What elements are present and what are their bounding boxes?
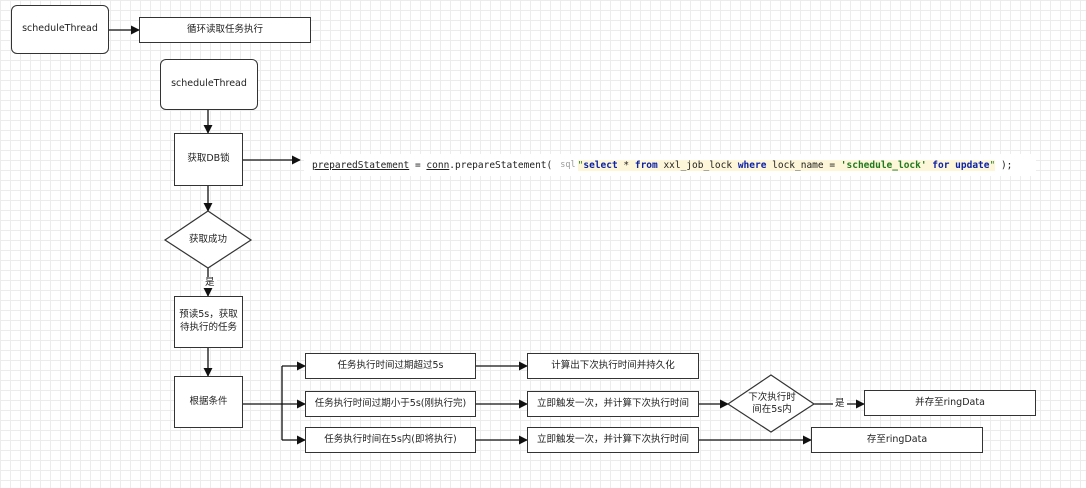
code-var-prepared: preparedStatement bbox=[312, 159, 410, 171]
code-kw-from: from bbox=[634, 159, 658, 171]
cond-within5-node: 任务执行时间在5s内(即将执行) bbox=[305, 427, 476, 453]
yes-label-decision-2: 是 bbox=[833, 398, 847, 410]
cond-expired-lt5-node: 任务执行时间过期小于5s(刚执行完) bbox=[305, 391, 476, 417]
loop-read-node: 循环读取任务执行 bbox=[139, 17, 311, 43]
code-open-quote: " bbox=[577, 159, 584, 171]
code-end: ); bbox=[995, 159, 1013, 171]
code-close-quote: " bbox=[989, 159, 996, 171]
code-kw-for: for update bbox=[926, 159, 990, 171]
code-var-conn: conn bbox=[426, 159, 450, 171]
trigger-calc-node-2: 立即触发一次，并计算下次执行时间 bbox=[527, 427, 699, 453]
code-call: .prepareStatement( bbox=[449, 159, 553, 171]
cond-expired-node: 任务执行时间过期超过5s bbox=[305, 353, 476, 379]
save-ring-data-node-2: 存至ringData bbox=[811, 427, 983, 453]
decision-acquired-shape bbox=[163, 210, 253, 269]
schedule-thread-top-node: scheduleThread bbox=[11, 5, 109, 54]
decision-next-within-shape bbox=[726, 374, 816, 433]
calc-next-persist-node: 计算出下次执行时间并持久化 bbox=[527, 353, 699, 379]
code-sql-block: "select * from xxl_job_lock where lock_n… bbox=[577, 159, 996, 171]
acquired-success-text: 获取成功 bbox=[188, 233, 227, 245]
code-lang-tag: sql bbox=[560, 160, 576, 170]
code-star: * bbox=[617, 159, 635, 171]
sql-code-snippet: preparedStatement = conn.prepareStatemen… bbox=[304, 154, 1036, 176]
code-kw-where: where bbox=[737, 159, 767, 171]
next-within5-text: 下次执行时间在5s内 bbox=[748, 391, 796, 415]
yes-label-decision-1: 是 bbox=[203, 277, 217, 289]
schedule-thread-node: scheduleThread bbox=[160, 59, 258, 110]
code-eq: = bbox=[409, 159, 427, 171]
code-kw-select: select bbox=[583, 159, 618, 171]
code-cond: lock_name = bbox=[766, 159, 841, 171]
save-ring-data-node-1: 并存至ringData bbox=[864, 390, 1036, 416]
code-table: xxl_job_lock bbox=[657, 159, 738, 171]
by-condition-node: 根据条件 bbox=[174, 376, 243, 428]
preread-tasks-node: 预读5s，获取待执行的任务 bbox=[174, 296, 243, 348]
code-str-val: 'schedule_lock' bbox=[840, 159, 927, 171]
get-db-lock-node: 获取DB锁 bbox=[174, 133, 243, 186]
trigger-calc-node-1: 立即触发一次，并计算下次执行时间 bbox=[527, 391, 699, 417]
